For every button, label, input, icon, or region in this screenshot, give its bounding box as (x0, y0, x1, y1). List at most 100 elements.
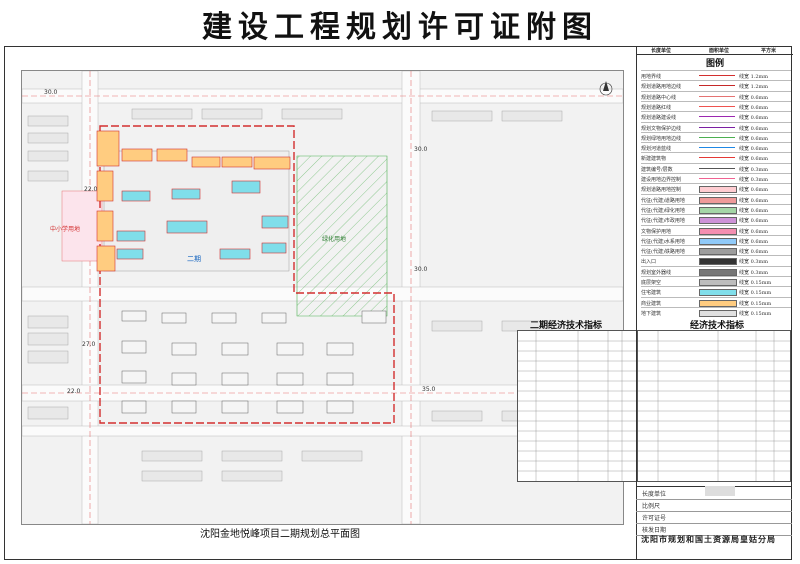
stamp-label: 比例尺 (642, 503, 661, 510)
legend-item-label: 规划道路用地边线 (641, 84, 682, 91)
legend-item-label: 规划绿地用地边线 (641, 135, 682, 142)
stamp-block: 长度单位 比例尺 许可证号 核发日期 (636, 486, 792, 561)
legend-item-width: 线宽 0.3mm (739, 269, 769, 276)
legend-item: 代征(代建)水系用地 线宽 0.6mm (641, 234, 791, 246)
legend-symbol-icon (699, 85, 735, 87)
legend-item-width: 线宽 0.6mm (739, 135, 769, 142)
legend-item-label: 代征(代建)水系用地 (641, 238, 685, 245)
header-label-area-unit: 面积单位 (709, 48, 730, 54)
road-label: 27.0 (82, 341, 96, 348)
road-label: 35.0 (422, 386, 436, 393)
legend-item-width: 线宽 0.6mm (739, 115, 769, 122)
legend-item-label: 建筑编号/层数 (641, 166, 673, 173)
econ-table-phase2 (517, 330, 637, 482)
legend-item-label: 规划道路用地控制 (641, 187, 682, 194)
legend-item-width: 线宽 0.3mm (739, 259, 769, 266)
drawing-sheet (4, 46, 792, 560)
legend-symbol-icon (699, 248, 737, 256)
legend-symbol-icon (699, 227, 737, 235)
legend-symbol-icon (699, 279, 737, 286)
legend-symbol-icon (699, 258, 737, 266)
legend-item-label: 商业建筑 (641, 300, 662, 307)
legend-item: 规划道路建设线 线宽 0.6mm (641, 111, 791, 122)
legend-item: 建筑编号/层数 线宽 0.3mm (641, 162, 791, 174)
header-label-sqm: 平方米 (761, 48, 777, 54)
legend-item-width: 线宽 0.6mm (739, 146, 769, 153)
legend-item: 规划道路用地控制线宽 0.6mm (641, 183, 791, 194)
north-arrow-icon (599, 81, 613, 96)
legend-symbol-icon (699, 309, 737, 317)
legend-item-label: 规划文物保护边线 (641, 125, 682, 132)
legend-item-width: 线宽 0.3mm (739, 166, 769, 173)
legend-item: 规划道路中心线 线宽 0.6mm (641, 90, 791, 102)
area-label-school: 中小学用地 (50, 225, 80, 233)
legend-symbol-icon (699, 136, 735, 138)
legend-item-width: 线宽 0.6mm (739, 156, 769, 163)
legend-item: 新建建筑物 线宽 0.6mm (641, 152, 791, 163)
plan-title: 沈阳金地悦峰项目二期规划总平面图 (200, 529, 360, 540)
econ-title-main: 经济技术指标 (690, 321, 745, 331)
legend-item-width: 线宽 0.6mm (739, 228, 769, 235)
legend-item: 出入口 线宽 0.3mm (641, 255, 791, 266)
legend-item-width: 线宽 0.3mm (739, 177, 769, 183)
legend-item-width: 线宽 0.6mm (739, 94, 769, 101)
stamp-row: 核发日期 (636, 523, 792, 536)
legend-symbol-icon (699, 116, 735, 118)
legend-item: 底层架空线宽 0.15mm (641, 276, 791, 287)
legend-item: 代征(代建)铁路用地 线宽 0.6mm (641, 245, 791, 256)
legend-item-label: 规划室外器线 (641, 269, 672, 276)
legend-item-width: 线宽 0.6mm (739, 197, 769, 204)
road-label: 22.0 (84, 186, 98, 193)
legend-symbol-icon (699, 299, 737, 307)
legend-symbol-icon (699, 217, 737, 225)
legend-item: 规划河道蓝线 线宽 0.6mm (641, 142, 791, 153)
legend-item: 商业建筑 线宽 0.15mm (641, 296, 791, 308)
legend-item-width: 线宽 0.6mm (739, 238, 769, 245)
legend-item-width: 线宽 1.2mm (739, 84, 769, 91)
legend-item-label: 地下建筑 (641, 310, 662, 317)
legend-symbol-icon (699, 237, 737, 245)
road-label: 30.0 (414, 146, 428, 153)
stamp-label: 核发日期 (642, 527, 667, 534)
legend-item-width: 线宽 0.6mm (739, 207, 769, 214)
legend-item: 规划室外器线 线宽 0.3mm (641, 265, 791, 277)
legend-symbol-icon (699, 105, 735, 107)
legend-item-width: 线宽 0.6mm (739, 249, 769, 256)
legend-item-label: 规划河道蓝线 (641, 146, 672, 153)
road-label: 30.0 (44, 89, 58, 96)
issuing-bureau: 沈阳市规划和国土资源局皇姑分局 (641, 534, 776, 544)
page-title: 建设工程规划许可证附图 (202, 10, 598, 45)
legend-item-width: 线宽 0.15mm (739, 290, 772, 297)
legend-item-width: 线宽 0.6mm (739, 218, 769, 225)
econ-title-phase2: 二期经济技术指标 (530, 321, 603, 331)
legend-item: 规划道路用地边线 线宽 1.2mm (641, 80, 791, 91)
legend-item-label: 文物保护用地 (641, 228, 672, 235)
legend-item: 规划道路红线线宽 0.6mm (641, 100, 791, 112)
stamp-label: 许可证号 (642, 515, 667, 522)
legend-item-width: 线宽 0.15mm (739, 280, 772, 286)
legend-symbol-icon (699, 268, 737, 276)
legend-item-label: 出入口 (641, 259, 657, 266)
legend-symbol-icon (699, 157, 735, 159)
legend-item-label: 规划道路建设线 (641, 115, 677, 122)
legend-item-label: 新建建筑物 (641, 156, 667, 163)
legend-item-width: 线宽 0.15mm (739, 300, 772, 307)
legend-symbol-icon (699, 178, 735, 179)
area-label-green: 绿化用地 (322, 235, 346, 243)
legend-item-label: 住宅建筑 (641, 290, 662, 297)
area-label-phase2: 二期 (187, 255, 201, 263)
legend-item-label: 代征(代建)铁路用地 (641, 249, 685, 256)
legend-symbol-icon (699, 206, 737, 214)
legend-item-width: 线宽 0.15mm (739, 310, 772, 317)
legend-item: 代征(代建)道路用地线宽 0.6mm (641, 193, 791, 205)
panel-header-row: 长度单位 面积单位 平方米 (637, 46, 793, 55)
legend-item-label: 规划道路红线 (641, 104, 672, 111)
legend-symbol-icon (699, 126, 735, 128)
legend-symbol-icon (699, 95, 735, 97)
legend-symbol-icon (699, 75, 735, 76)
legend-item-width: 线宽 1.2mm (739, 74, 769, 80)
legend-item: 建设用地边界控制线宽 0.3mm (641, 173, 791, 184)
legend-item-label: 规划道路中心线 (641, 94, 677, 101)
legend-item-label: 代征(代建)市政用地 (641, 218, 685, 225)
